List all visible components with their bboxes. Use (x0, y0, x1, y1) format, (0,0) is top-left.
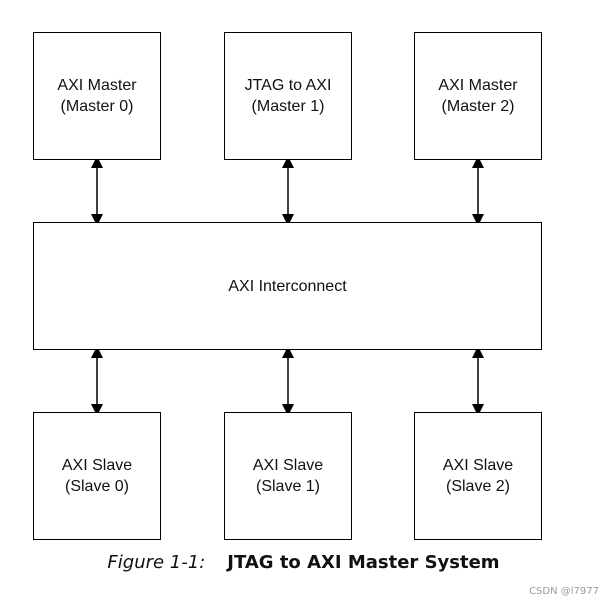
master-2-box: AXI Master (Master 2) (414, 32, 542, 160)
master-0-box: AXI Master (Master 0) (33, 32, 161, 160)
interconnect-label: AXI Interconnect (228, 277, 347, 295)
slave-2-box: AXI Slave (Slave 2) (414, 412, 542, 540)
master-2-id: (Master 2) (441, 98, 515, 115)
master-1-id: (Master 1) (251, 98, 325, 115)
figure-caption: Figure 1-1: JTAG to AXI Master System (0, 552, 607, 573)
slave-0-id: (Slave 0) (64, 478, 130, 495)
master-1-name: JTAG to AXI (244, 77, 332, 94)
figure-title: JTAG to AXI Master System (227, 552, 500, 573)
figure-number: Figure 1-1: (107, 552, 206, 573)
slave-0-box: AXI Slave (Slave 0) (33, 412, 161, 540)
slave-0-name: AXI Slave (61, 457, 133, 474)
master-0-id: (Master 0) (60, 98, 134, 115)
master-1-box: JTAG to AXI (Master 1) (224, 32, 352, 160)
slave-1-box: AXI Slave (Slave 1) (224, 412, 352, 540)
slave-2-name: AXI Slave (442, 457, 514, 474)
master-2-name: AXI Master (438, 77, 518, 94)
slave-2-id: (Slave 2) (445, 478, 511, 495)
interconnect-box: AXI Interconnect (33, 222, 542, 350)
watermark: CSDN @l7977 (529, 586, 599, 597)
slave-1-id: (Slave 1) (255, 478, 321, 495)
master-0-name: AXI Master (57, 77, 137, 94)
slave-1-name: AXI Slave (252, 457, 324, 474)
